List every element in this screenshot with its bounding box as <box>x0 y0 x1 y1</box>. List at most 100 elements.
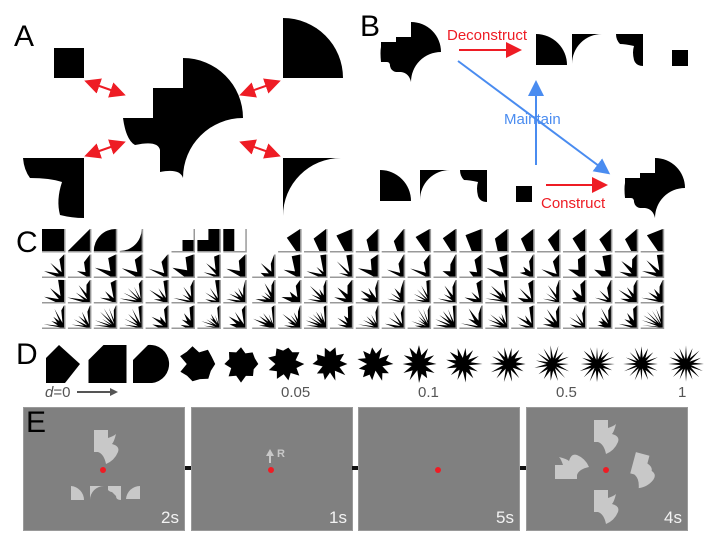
e-choice-bottom <box>594 490 619 524</box>
c-grid-cell <box>511 280 535 304</box>
c-grid-cell <box>355 305 380 329</box>
d-shape <box>446 347 483 383</box>
panel-label-e: E <box>26 406 47 439</box>
c-grid-cell <box>563 254 587 278</box>
e-duration-4: 4s <box>664 508 682 527</box>
d-axis-start-label: d=0 <box>45 384 70 401</box>
panel-a-part-square <box>54 48 84 78</box>
c-grid-cell <box>223 254 247 278</box>
c-grid-cell <box>614 305 639 329</box>
c-grid-cell <box>42 229 66 253</box>
d-tick-1: 1 <box>678 384 687 401</box>
c-grid-cell <box>93 305 118 329</box>
c-grid-cell <box>42 254 66 278</box>
c-grid-cell <box>278 280 302 304</box>
c-grid-cell <box>640 229 665 253</box>
fixation-dot <box>268 467 274 473</box>
panel-a-arrow-top-right <box>239 78 281 98</box>
c-grid-cell <box>407 280 432 304</box>
e-cue-arrow <box>266 449 274 463</box>
d-axis-equals: =0 <box>53 384 71 401</box>
c-grid-cell <box>42 279 66 304</box>
d-shape <box>489 347 526 382</box>
d-tick-0-1: 0.1 <box>418 384 439 401</box>
c-grid-cell <box>197 305 221 329</box>
c-grid-cell <box>197 229 221 253</box>
c-grid-cell <box>511 254 535 278</box>
d-shape <box>312 347 348 381</box>
d-shape <box>180 346 216 382</box>
c-grid-cell <box>304 280 328 304</box>
c-grid-cell <box>304 254 328 278</box>
c-grid-cell <box>42 305 66 329</box>
deconstruct-label: Deconstruct <box>447 27 528 44</box>
d-shape <box>46 345 80 383</box>
d-shape <box>133 344 170 383</box>
c-grid-cell <box>485 305 509 329</box>
c-grid-cell <box>640 280 665 304</box>
c-grid-cell <box>537 305 561 329</box>
panel-a-composite-shape <box>123 58 243 178</box>
d-shape <box>623 346 658 381</box>
c-grid-cell <box>355 254 380 278</box>
c-grid-cell <box>355 229 380 253</box>
c-grid-cell <box>67 280 92 304</box>
c-grid-cell <box>67 305 92 329</box>
c-grid-cell <box>459 254 483 278</box>
c-grid-cell <box>433 229 457 253</box>
d-tick-0-5: 0.5 <box>556 384 577 401</box>
e-frame-cue: R 1s <box>191 407 353 531</box>
panel-b-parts-bottom <box>380 170 532 202</box>
c-grid-cell <box>329 229 354 253</box>
c-grid-cell <box>278 305 302 329</box>
c-grid-cell <box>614 280 639 304</box>
maintain-arrow-diagonal <box>457 60 611 175</box>
c-grid-cell <box>304 229 328 253</box>
panel-a-arrow-top-left <box>84 78 126 98</box>
d-axis-variable: d <box>45 384 54 401</box>
c-grid-cell <box>485 229 509 253</box>
e-duration-1: 2s <box>161 508 179 527</box>
construct-label: Construct <box>541 195 606 212</box>
e-choice-top <box>594 420 619 454</box>
e-choice-shapes <box>555 420 655 524</box>
panel-label-a: A <box>14 20 35 53</box>
d-shape <box>268 347 305 381</box>
c-grid-cell <box>433 305 457 329</box>
e-choice-right <box>630 452 655 489</box>
c-grid-cell <box>537 280 561 304</box>
c-grid-cell <box>119 229 144 253</box>
c-grid-cell <box>433 254 457 278</box>
c-grid-cell <box>329 254 354 278</box>
c-grid-cell <box>171 305 195 329</box>
maintain-label: Maintain <box>504 111 561 128</box>
c-grid-cell <box>588 229 613 253</box>
c-grid-cell <box>381 305 406 329</box>
c-grid-cell <box>588 254 613 278</box>
panel-label-d: D <box>16 338 38 371</box>
c-grid-cell <box>329 305 354 329</box>
c-grid-cell <box>640 254 665 278</box>
e-frame-choices: 4s <box>526 407 688 531</box>
c-grid-cell <box>407 305 432 329</box>
panel-a-part-quarter-disc <box>283 18 343 78</box>
d-shape <box>88 345 127 383</box>
c-grid-cell <box>119 254 144 278</box>
c-grid-cell <box>278 254 302 278</box>
c-grid-cell <box>93 280 118 304</box>
d-shape <box>579 347 615 383</box>
c-grid-cell <box>511 229 535 253</box>
c-grid-cell <box>407 229 432 253</box>
d-tick-0-05: 0.05 <box>281 384 311 401</box>
c-grid-cell <box>459 280 483 304</box>
panel-label-b: B <box>360 10 381 43</box>
c-grid-cell <box>252 254 276 278</box>
c-grid-cell <box>67 229 92 253</box>
panel-a-arrow-bottom-right <box>239 139 281 159</box>
e-cue-text: R <box>277 448 285 460</box>
e-duration-2: 1s <box>329 508 347 527</box>
c-grid-cell <box>537 229 561 253</box>
